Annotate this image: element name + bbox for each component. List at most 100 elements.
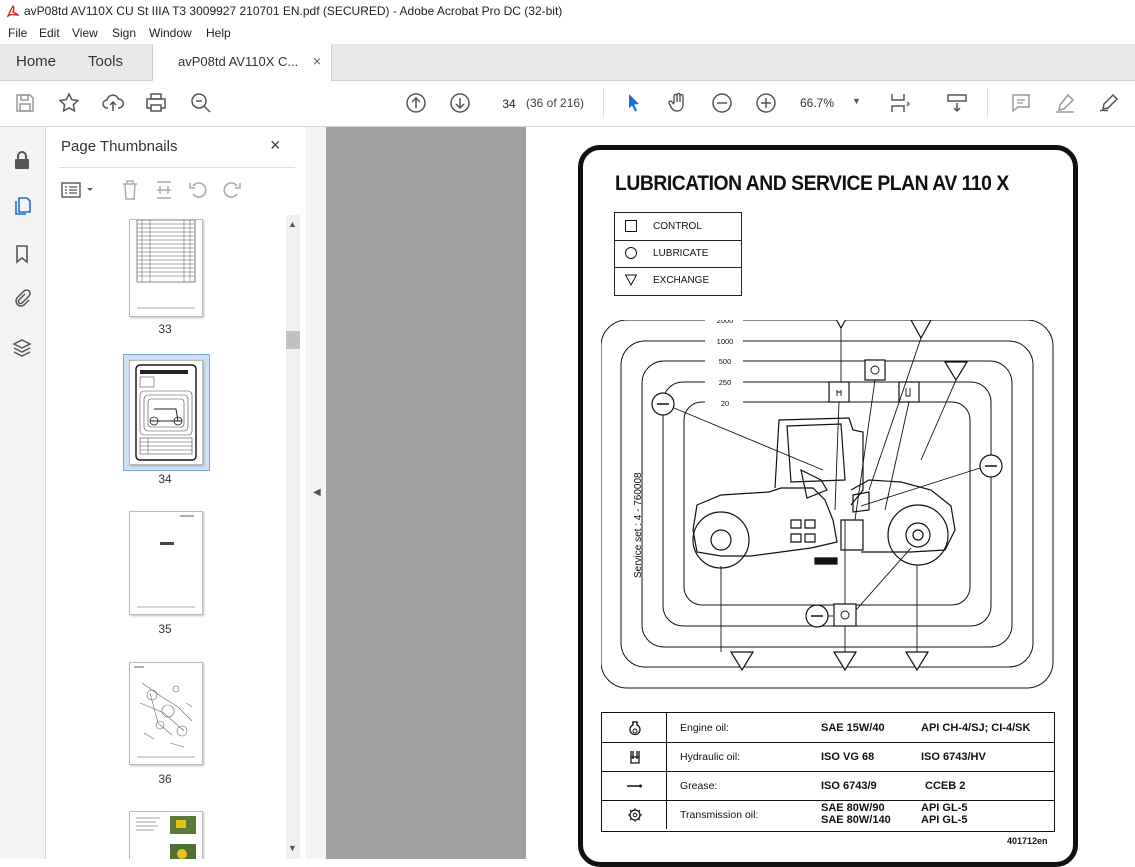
print-icon[interactable] [144,91,168,115]
toolbar-divider-2 [987,89,988,117]
acrobat-logo-icon [6,5,20,18]
delete-page-icon[interactable] [119,178,141,202]
page-34-preview [135,364,197,461]
bookmark-star-icon[interactable] [57,91,81,115]
thumbnail-page-33[interactable] [129,219,203,317]
interval-250: 250 [719,378,732,387]
tab-document[interactable]: avP08td AV110X C... × [152,44,332,81]
menu-view[interactable]: View [72,26,98,40]
roller-machine-drawing [692,417,956,569]
sign-icon[interactable] [1097,91,1121,115]
menu-file[interactable]: File [8,26,28,40]
scroll-up-icon[interactable]: ▲ [288,219,297,229]
lubricant-table: Engine oil: SAE 15W/40 API CH-4/SJ; CI-4… [601,712,1055,832]
search-zoom-icon[interactable] [189,91,213,115]
menu-help[interactable]: Help [206,26,231,40]
oil-icon-cell [602,800,667,829]
legend-lubricate: LUBRICATE [615,240,741,268]
page-number-input[interactable]: 34 [494,92,524,116]
oil-icon-cell [602,742,667,771]
thumbnail-label: 35 [158,622,172,636]
oil-spec-1b: SAE 80W/140 [821,814,891,826]
document-number: 401712en [1007,836,1048,846]
close-tab-icon[interactable]: × [313,53,322,69]
thumbnail-page-34[interactable] [129,360,203,465]
roller-service-diagram: 2000 1000 500 250 20 [601,320,1054,689]
transmission-oil-icon [628,808,642,822]
toolbar-divider [603,89,604,117]
thumbnail-options-icon[interactable] [61,179,97,201]
zoom-out-icon[interactable] [710,91,734,115]
upload-icon[interactable] [101,91,125,115]
thumbnail-page-36[interactable] [129,662,203,765]
legend-control: CONTROL [615,213,741,241]
title-bar: avP08td AV110X CU St IIIA T3 3009927 210… [0,0,1135,23]
menu-sign[interactable]: Sign [112,26,137,40]
toolbar: 34 (36 of 216) 66.7% ▼ [0,81,1135,127]
oil-spec-1: ISO VG 68 [821,751,875,763]
collapse-arrow-icon[interactable]: ◀ [313,487,321,498]
grease-icon [627,784,642,788]
thumbnail-page-35[interactable] [129,511,203,615]
next-page-icon[interactable] [448,91,472,115]
zoom-dropdown-icon[interactable]: ▼ [852,96,861,106]
zoom-level[interactable]: 66.7% [800,96,835,110]
highlight-pen-icon[interactable] [1053,91,1077,115]
rotate-clockwise-icon[interactable] [221,178,243,202]
tab-bar: Home Tools avP08td AV110X C... × [0,44,1135,81]
oil-name: Grease: [680,780,718,792]
page-count: (36 of 216) [526,96,585,110]
interval-500: 500 [719,357,732,366]
page-thumbnails-icon[interactable] [11,195,33,217]
page-33-preview [136,219,196,309]
thumbnail-page-37[interactable] [129,811,203,859]
menu-window[interactable]: Window [149,26,192,40]
tab-tools[interactable]: Tools [88,53,124,70]
attachments-icon[interactable] [11,288,33,310]
service-set-label: Service set : 4 - 760008 [633,472,644,578]
triangle-icon [625,274,637,286]
bookmarks-icon[interactable] [11,243,33,265]
oil-name: Hydraulic oil: [680,751,741,763]
save-icon[interactable] [13,91,37,115]
oil-icon-cell [602,713,667,742]
document-page[interactable]: LUBRICATION AND SERVICE PLAN AV 110 X CO… [526,127,1135,867]
thumbnails-scroll-area[interactable]: 33 34 [46,215,306,859]
lock-icon[interactable] [11,149,33,171]
layers-icon[interactable] [11,337,33,359]
window-title: avP08td AV110X CU St IIIA T3 3009927 210… [24,4,563,18]
hand-tool-icon[interactable] [666,91,690,115]
scrollbar-thumb[interactable] [286,331,300,349]
thumbnails-scrollbar[interactable] [286,215,300,859]
scroll-mode-icon[interactable] [945,91,969,115]
comment-icon[interactable] [1009,91,1033,115]
panel-title: Page Thumbnails [61,138,178,155]
close-panel-icon[interactable]: × [270,135,281,155]
zoom-in-icon[interactable] [754,91,778,115]
oil-spec-1: ISO 6743/9 [821,780,877,792]
menu-bar: File Edit View Sign Window Help [0,23,1135,44]
select-cursor-icon[interactable] [622,91,646,115]
oil-spec-1: SAE 15W/40 [821,722,885,734]
previous-page-icon[interactable] [404,91,428,115]
menu-edit[interactable]: Edit [39,26,60,40]
interval-2000: 2000 [717,320,734,325]
page-36-preview [134,666,195,758]
oil-spec-1a: SAE 80W/90 [821,802,885,814]
tab-home[interactable]: Home [16,53,57,70]
legend-label: LUBRICATE [653,248,709,259]
oil-icon-cell [602,771,667,800]
oil-row-grease: Grease: ISO 6743/9 CCEB 2 [602,771,1054,801]
document-background [326,127,526,859]
thumbnail-label: 34 [158,472,172,486]
collapse-panel-handle[interactable]: ◀ [306,127,326,859]
page-view-icon[interactable] [888,91,912,115]
oil-name: Transmission oil: [680,809,759,821]
legend-label: EXCHANGE [653,275,710,286]
extract-pages-icon[interactable] [153,178,175,202]
oil-spec-2b: API GL-5 [921,814,968,826]
rotate-counterclockwise-icon[interactable] [187,178,209,202]
scroll-down-icon[interactable]: ▼ [288,843,297,853]
legend-label: CONTROL [653,221,702,232]
